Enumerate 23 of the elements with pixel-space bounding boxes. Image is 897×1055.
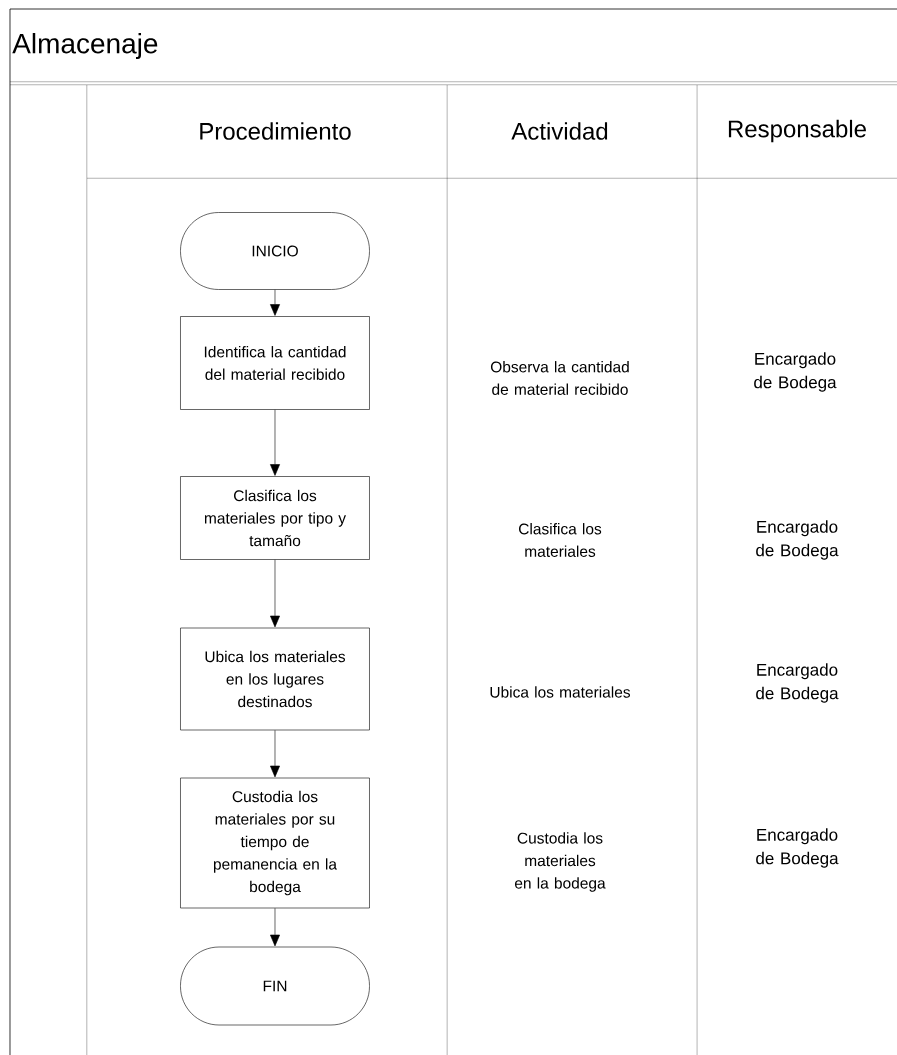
- terminator: INICIO: [180, 212, 370, 290]
- process-box: Identifica la cantidad del material recibido: [180, 316, 370, 410]
- terminator: FIN: [180, 946, 370, 1026]
- process-box: Ubica los materiales en los lugares destinados: [180, 627, 370, 731]
- responsible-text: Encargado de Bodega: [756, 828, 839, 868]
- column-header: Actividad: [511, 122, 608, 140]
- arrow: [270, 289, 280, 316]
- responsible-text: Encargado de Bodega: [754, 352, 837, 392]
- process-box: Clasifica los materiales por tipo y tamaño: [180, 476, 370, 560]
- process-box: Custodia los materiales por su tiempo de pemanencia en la bodega: [180, 777, 370, 909]
- arrow: [270, 409, 280, 476]
- responsible-text: Encargado de Bodega: [756, 520, 839, 560]
- title: Almacenaje: [12, 32, 158, 60]
- column-header: Responsable: [728, 119, 866, 143]
- arrow: [270, 730, 280, 778]
- activity-text: Observa la cantidad de material recibido: [490, 361, 629, 395]
- arrow: [270, 559, 280, 628]
- responsible-text: Encargado de Bodega: [756, 663, 839, 703]
- arrow: [270, 908, 280, 947]
- activity-text: Ubica los materiales: [490, 686, 631, 698]
- column-header: Procedimiento: [200, 122, 351, 140]
- activity-text: Custodia los materiales en la bodega: [515, 832, 606, 892]
- activity-text: Clasifica los materiales: [519, 523, 602, 557]
